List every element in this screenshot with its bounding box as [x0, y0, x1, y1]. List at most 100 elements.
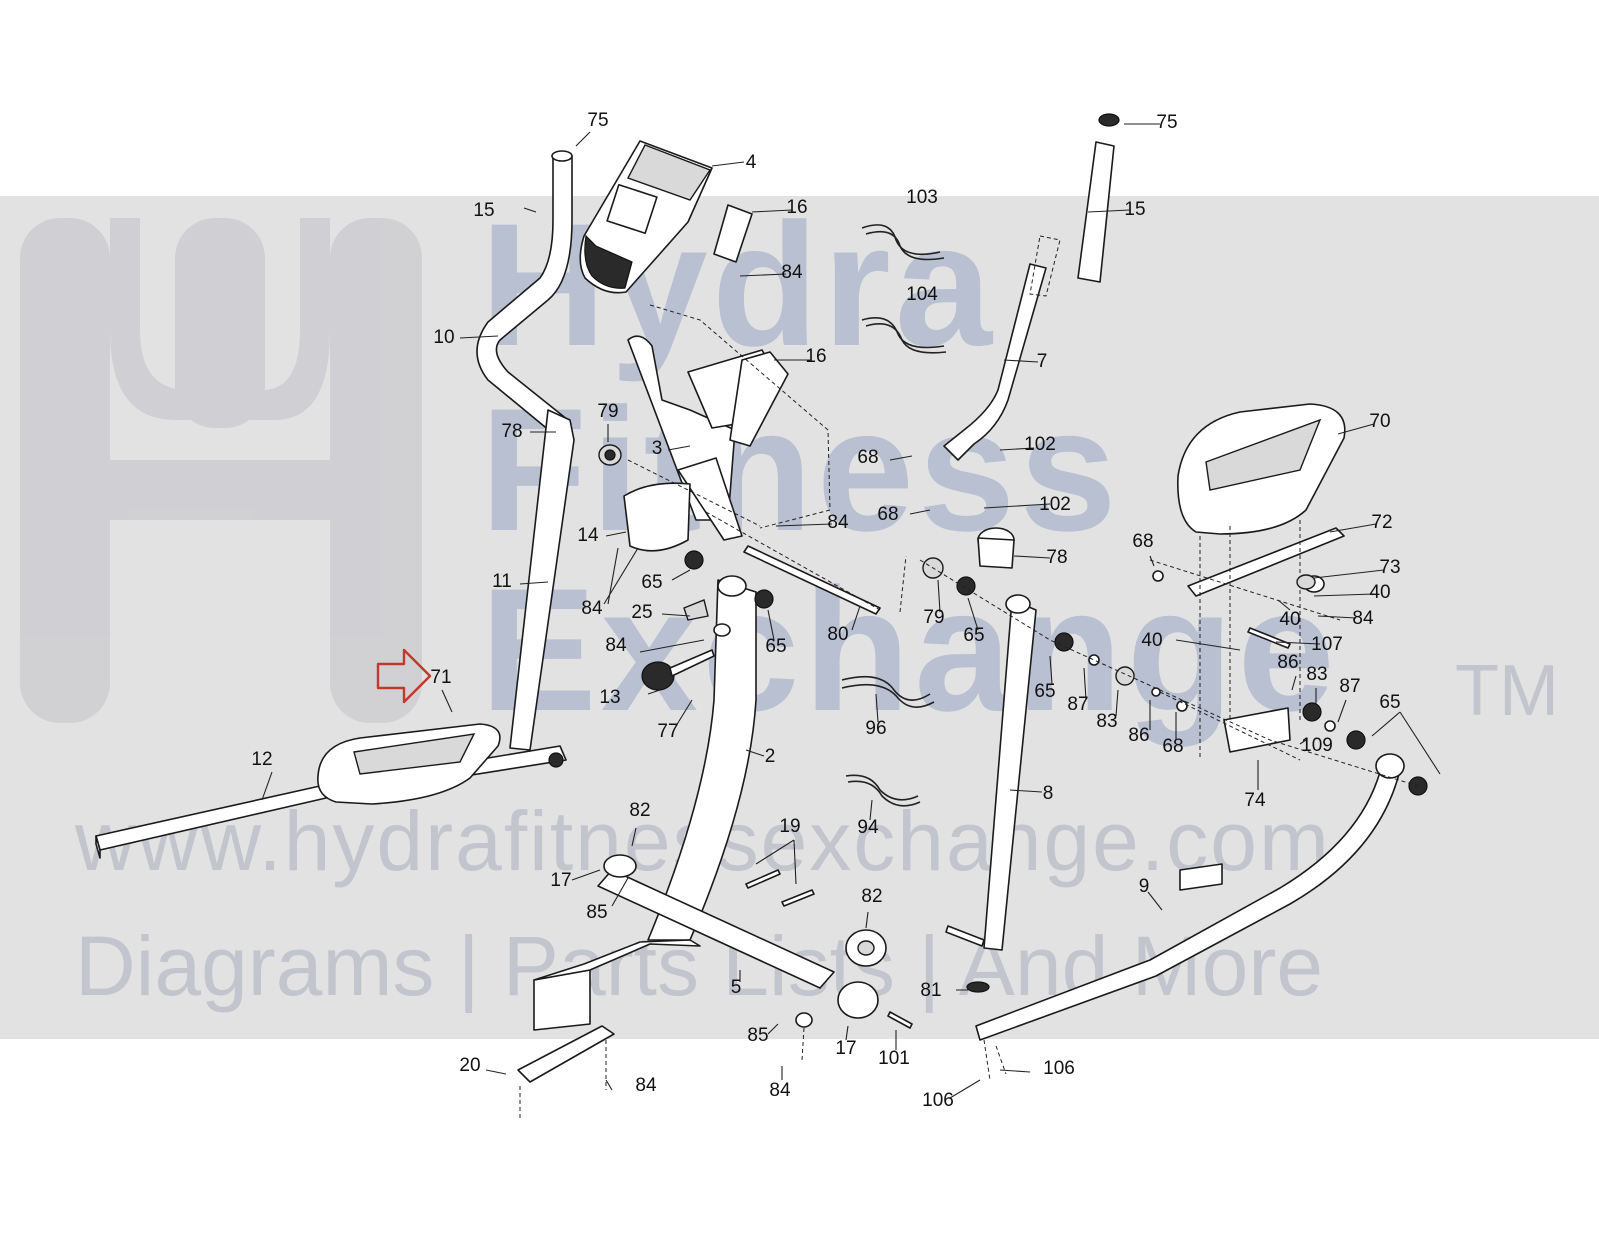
part-label-71: 71 — [430, 667, 451, 688]
part-label-84: 84 — [1352, 608, 1374, 629]
part-label-106: 106 — [1043, 1058, 1075, 1079]
part-label-65: 65 — [963, 625, 984, 646]
part-label-81: 81 — [920, 980, 941, 1001]
part-label-25: 25 — [631, 602, 652, 623]
part-label-19: 19 — [779, 816, 800, 837]
wheels — [745, 869, 913, 1029]
part-label-14: 14 — [577, 525, 599, 546]
part-label-102: 102 — [1024, 434, 1056, 455]
part-label-86: 86 — [1277, 652, 1298, 673]
part-label-15: 15 — [1124, 199, 1145, 220]
part-label-78: 78 — [501, 421, 522, 442]
part-label-101: 101 — [878, 1048, 910, 1069]
watermark-brand-line2: Fitness — [480, 373, 1121, 568]
part-label-80: 80 — [827, 624, 848, 645]
part-label-68: 68 — [877, 504, 898, 525]
part-label-7: 7 — [1037, 351, 1048, 372]
part-label-72: 72 — [1371, 512, 1392, 533]
part-label-4: 4 — [746, 152, 757, 173]
left-pedal-assembly — [95, 723, 567, 859]
main-upright — [627, 304, 831, 541]
small-hardware-right — [1054, 570, 1336, 732]
part-label-13: 13 — [599, 687, 620, 708]
part-label-87: 87 — [1339, 676, 1360, 697]
part-label-78: 78 — [1046, 547, 1067, 568]
axle — [743, 545, 881, 615]
part-label-79: 79 — [923, 607, 944, 628]
part-label-2: 2 — [765, 746, 776, 767]
part-label-65: 65 — [765, 636, 786, 657]
part-label-5: 5 — [731, 977, 742, 998]
part-label-84: 84 — [581, 598, 603, 619]
part-label-68: 68 — [1132, 531, 1153, 552]
part-label-84: 84 — [781, 262, 803, 283]
part-label-20: 20 — [459, 1055, 480, 1076]
part-label-65: 65 — [641, 572, 662, 593]
part-label-83: 83 — [1306, 664, 1327, 685]
part-label-8: 8 — [1043, 783, 1054, 804]
part-label-107: 107 — [1311, 634, 1343, 655]
watermark-logo-icon — [20, 218, 422, 723]
leader-lines — [261, 123, 1441, 1099]
part-label-79: 79 — [597, 401, 618, 422]
part-label-15: 15 — [473, 200, 494, 221]
right-rail — [975, 707, 1428, 1041]
part-label-103: 103 — [906, 187, 938, 208]
cup-holder — [623, 482, 691, 552]
watermark-tagline: Diagrams | Parts Lists | And More — [75, 919, 1323, 1013]
part-label-68: 68 — [1162, 736, 1183, 757]
assembly-lines — [519, 459, 1419, 1120]
part-label-73: 73 — [1379, 557, 1400, 578]
part-label-40: 40 — [1279, 609, 1300, 630]
upper-grip — [713, 204, 753, 263]
part-label-11: 11 — [492, 571, 512, 592]
part-label-82: 82 — [861, 886, 882, 907]
right-pedal-assembly — [1177, 403, 1346, 760]
parts-drawing — [95, 113, 1441, 1120]
part-label-84: 84 — [769, 1080, 791, 1101]
adjust-knob — [641, 649, 715, 691]
part-label-104: 104 — [906, 284, 938, 305]
part-label-106: 106 — [922, 1090, 954, 1111]
base-frame — [517, 854, 835, 1083]
watermark-trademark: TM — [1455, 651, 1559, 731]
part-label-74: 74 — [1244, 790, 1266, 811]
part-label-65: 65 — [1034, 681, 1055, 702]
part-label-77: 77 — [657, 721, 678, 742]
console — [579, 140, 713, 294]
part-label-68: 68 — [857, 447, 878, 468]
part-label-102: 102 — [1039, 494, 1071, 515]
part-label-86: 86 — [1128, 725, 1149, 746]
part-label-85: 85 — [586, 902, 607, 923]
highlight-arrow-icon — [376, 648, 432, 704]
part-label-40: 40 — [1369, 582, 1390, 603]
part-label-82: 82 — [629, 800, 650, 821]
part-label-12: 12 — [251, 749, 272, 770]
part-label-65: 65 — [1379, 692, 1400, 713]
right-arm-assembly — [943, 113, 1120, 993]
part-label-16: 16 — [805, 346, 826, 367]
part-label-17: 17 — [550, 870, 571, 891]
part-label-9: 9 — [1139, 876, 1150, 897]
part-label-84: 84 — [635, 1075, 657, 1096]
part-label-17: 17 — [835, 1038, 856, 1059]
small-hardware-left — [683, 550, 976, 621]
part-label-87: 87 — [1067, 694, 1088, 715]
part-label-96: 96 — [865, 718, 886, 739]
part-label-75: 75 — [587, 110, 608, 131]
part-label-75: 75 — [1156, 112, 1177, 133]
part-label-10: 10 — [433, 327, 454, 348]
part-label-84: 84 — [605, 635, 627, 656]
part-label-83: 83 — [1096, 711, 1117, 732]
part-label-94: 94 — [857, 817, 879, 838]
part-label-84: 84 — [827, 512, 849, 533]
part-label-40: 40 — [1141, 630, 1162, 651]
part-label-109: 109 — [1301, 735, 1333, 756]
wire-harnesses — [841, 224, 947, 807]
part-label-70: 70 — [1369, 411, 1390, 432]
left-upper-arm — [476, 150, 622, 751]
part-label-3: 3 — [652, 438, 663, 459]
part-label-85: 85 — [747, 1025, 768, 1046]
